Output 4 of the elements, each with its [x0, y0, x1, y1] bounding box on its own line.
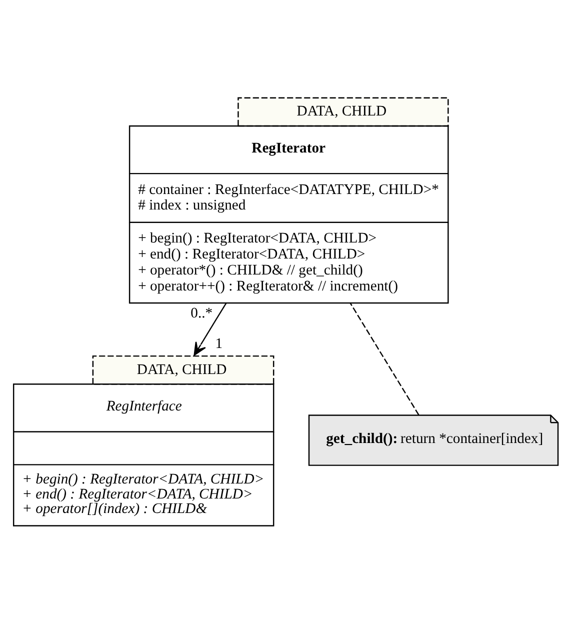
label: 1: [215, 336, 223, 352]
connector: [350, 302, 420, 415]
arrow: [194, 302, 227, 356]
label: 0..*: [190, 305, 213, 322]
